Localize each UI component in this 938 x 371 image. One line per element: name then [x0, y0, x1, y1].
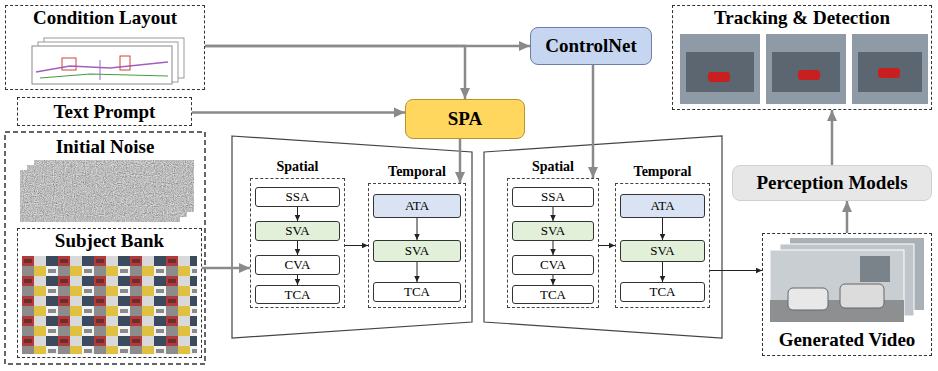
module-box: SPA [405, 99, 525, 139]
node-label: Spatial [532, 159, 574, 174]
flow-arrow [846, 201, 849, 233]
flow-arrow [297, 207, 298, 221]
node-label: SVA [405, 244, 429, 258]
node-label: TCA [650, 285, 676, 299]
node-label: TCA [540, 287, 566, 301]
node-label: Subject Bank [55, 231, 164, 252]
layer-box: ATA [620, 194, 705, 218]
tracking-frames [680, 34, 928, 104]
noise-frames [20, 160, 194, 222]
module-box: ControlNet [530, 27, 652, 65]
node-label: SPA [448, 109, 482, 130]
node-label: Initial Noise [56, 137, 155, 158]
flow-arrow [553, 207, 554, 221]
flow-arrow [192, 111, 405, 114]
flow-arrow [297, 241, 298, 255]
layer-box: SSA [255, 187, 340, 207]
flow-arrow [297, 275, 298, 285]
input-panel: Subject Bank [17, 228, 202, 358]
layer-box: TCA [373, 282, 461, 302]
flow-arrow [553, 275, 554, 285]
car-grid [22, 256, 197, 354]
node-label: Perception Models [756, 173, 907, 194]
layer-box: SVA [512, 221, 594, 241]
block-group: SpatialSSASVACVATCA [507, 178, 599, 308]
node-label: ATA [650, 199, 674, 213]
flow-arrow [599, 245, 615, 246]
node-label: SSA [286, 190, 310, 204]
node-label: TCA [404, 285, 430, 299]
block-group: TemporalATASVATCA [368, 183, 466, 308]
encoder-shape [232, 136, 472, 338]
layer-box: SVA [620, 240, 705, 262]
flow-arrow [345, 245, 368, 246]
flow-arrow [417, 262, 418, 282]
node-label: CVA [285, 258, 311, 272]
node-label: Generated Video [779, 330, 916, 351]
flow-arrow [662, 218, 663, 240]
layer-box: SVA [373, 240, 461, 262]
block-group: SpatialSSASVACVATCA [250, 178, 345, 308]
flow-arrow [710, 270, 762, 271]
group-outline [5, 132, 205, 364]
node-label: ATA [405, 199, 429, 213]
layer-box: TCA [255, 285, 340, 304]
flow-arrow [417, 218, 418, 240]
node-label: ControlNet [545, 36, 636, 57]
flow-arrow [662, 262, 663, 282]
node-label: Temporal [634, 164, 692, 179]
node-label: SVA [285, 224, 309, 238]
node-label: SVA [650, 244, 674, 258]
layer-box: CVA [255, 255, 340, 275]
layer-box: TCA [620, 282, 705, 302]
flow-arrow [459, 139, 462, 183]
output-panel: Generated Video [762, 233, 932, 356]
layer-box: ATA [373, 194, 461, 218]
flow-arrow [205, 46, 465, 99]
node-label: SSA [541, 190, 565, 204]
input-box: Text Prompt [17, 97, 192, 126]
input-panel: Condition Layout [5, 5, 205, 90]
node-label: CVA [540, 258, 566, 272]
node-label: Spatial [276, 159, 318, 174]
module-box: Perception Models [732, 165, 932, 201]
layer-box: TCA [512, 285, 594, 304]
flow-arrow [592, 65, 595, 178]
node-label: Temporal [388, 164, 446, 179]
layer-box: SVA [255, 221, 340, 241]
layout-cards [32, 38, 184, 84]
flow-arrow [553, 241, 554, 255]
node-label: TCA [285, 287, 311, 301]
node-label: Tracking & Detection [714, 8, 890, 29]
block-group: TemporalATASVATCA [615, 183, 710, 308]
layer-box: CVA [512, 255, 594, 275]
layer-box: SSA [512, 187, 594, 207]
node-label: SVA [541, 224, 565, 238]
flow-arrow [831, 110, 834, 165]
node-label: Text Prompt [54, 101, 156, 122]
input-panel: Initial Noise [10, 135, 200, 225]
video-frames [770, 238, 924, 322]
output-panel: Tracking & Detection [672, 5, 932, 110]
flow-arrow [202, 267, 250, 270]
decoder-shape [484, 136, 722, 338]
node-label: Condition Layout [33, 8, 177, 29]
